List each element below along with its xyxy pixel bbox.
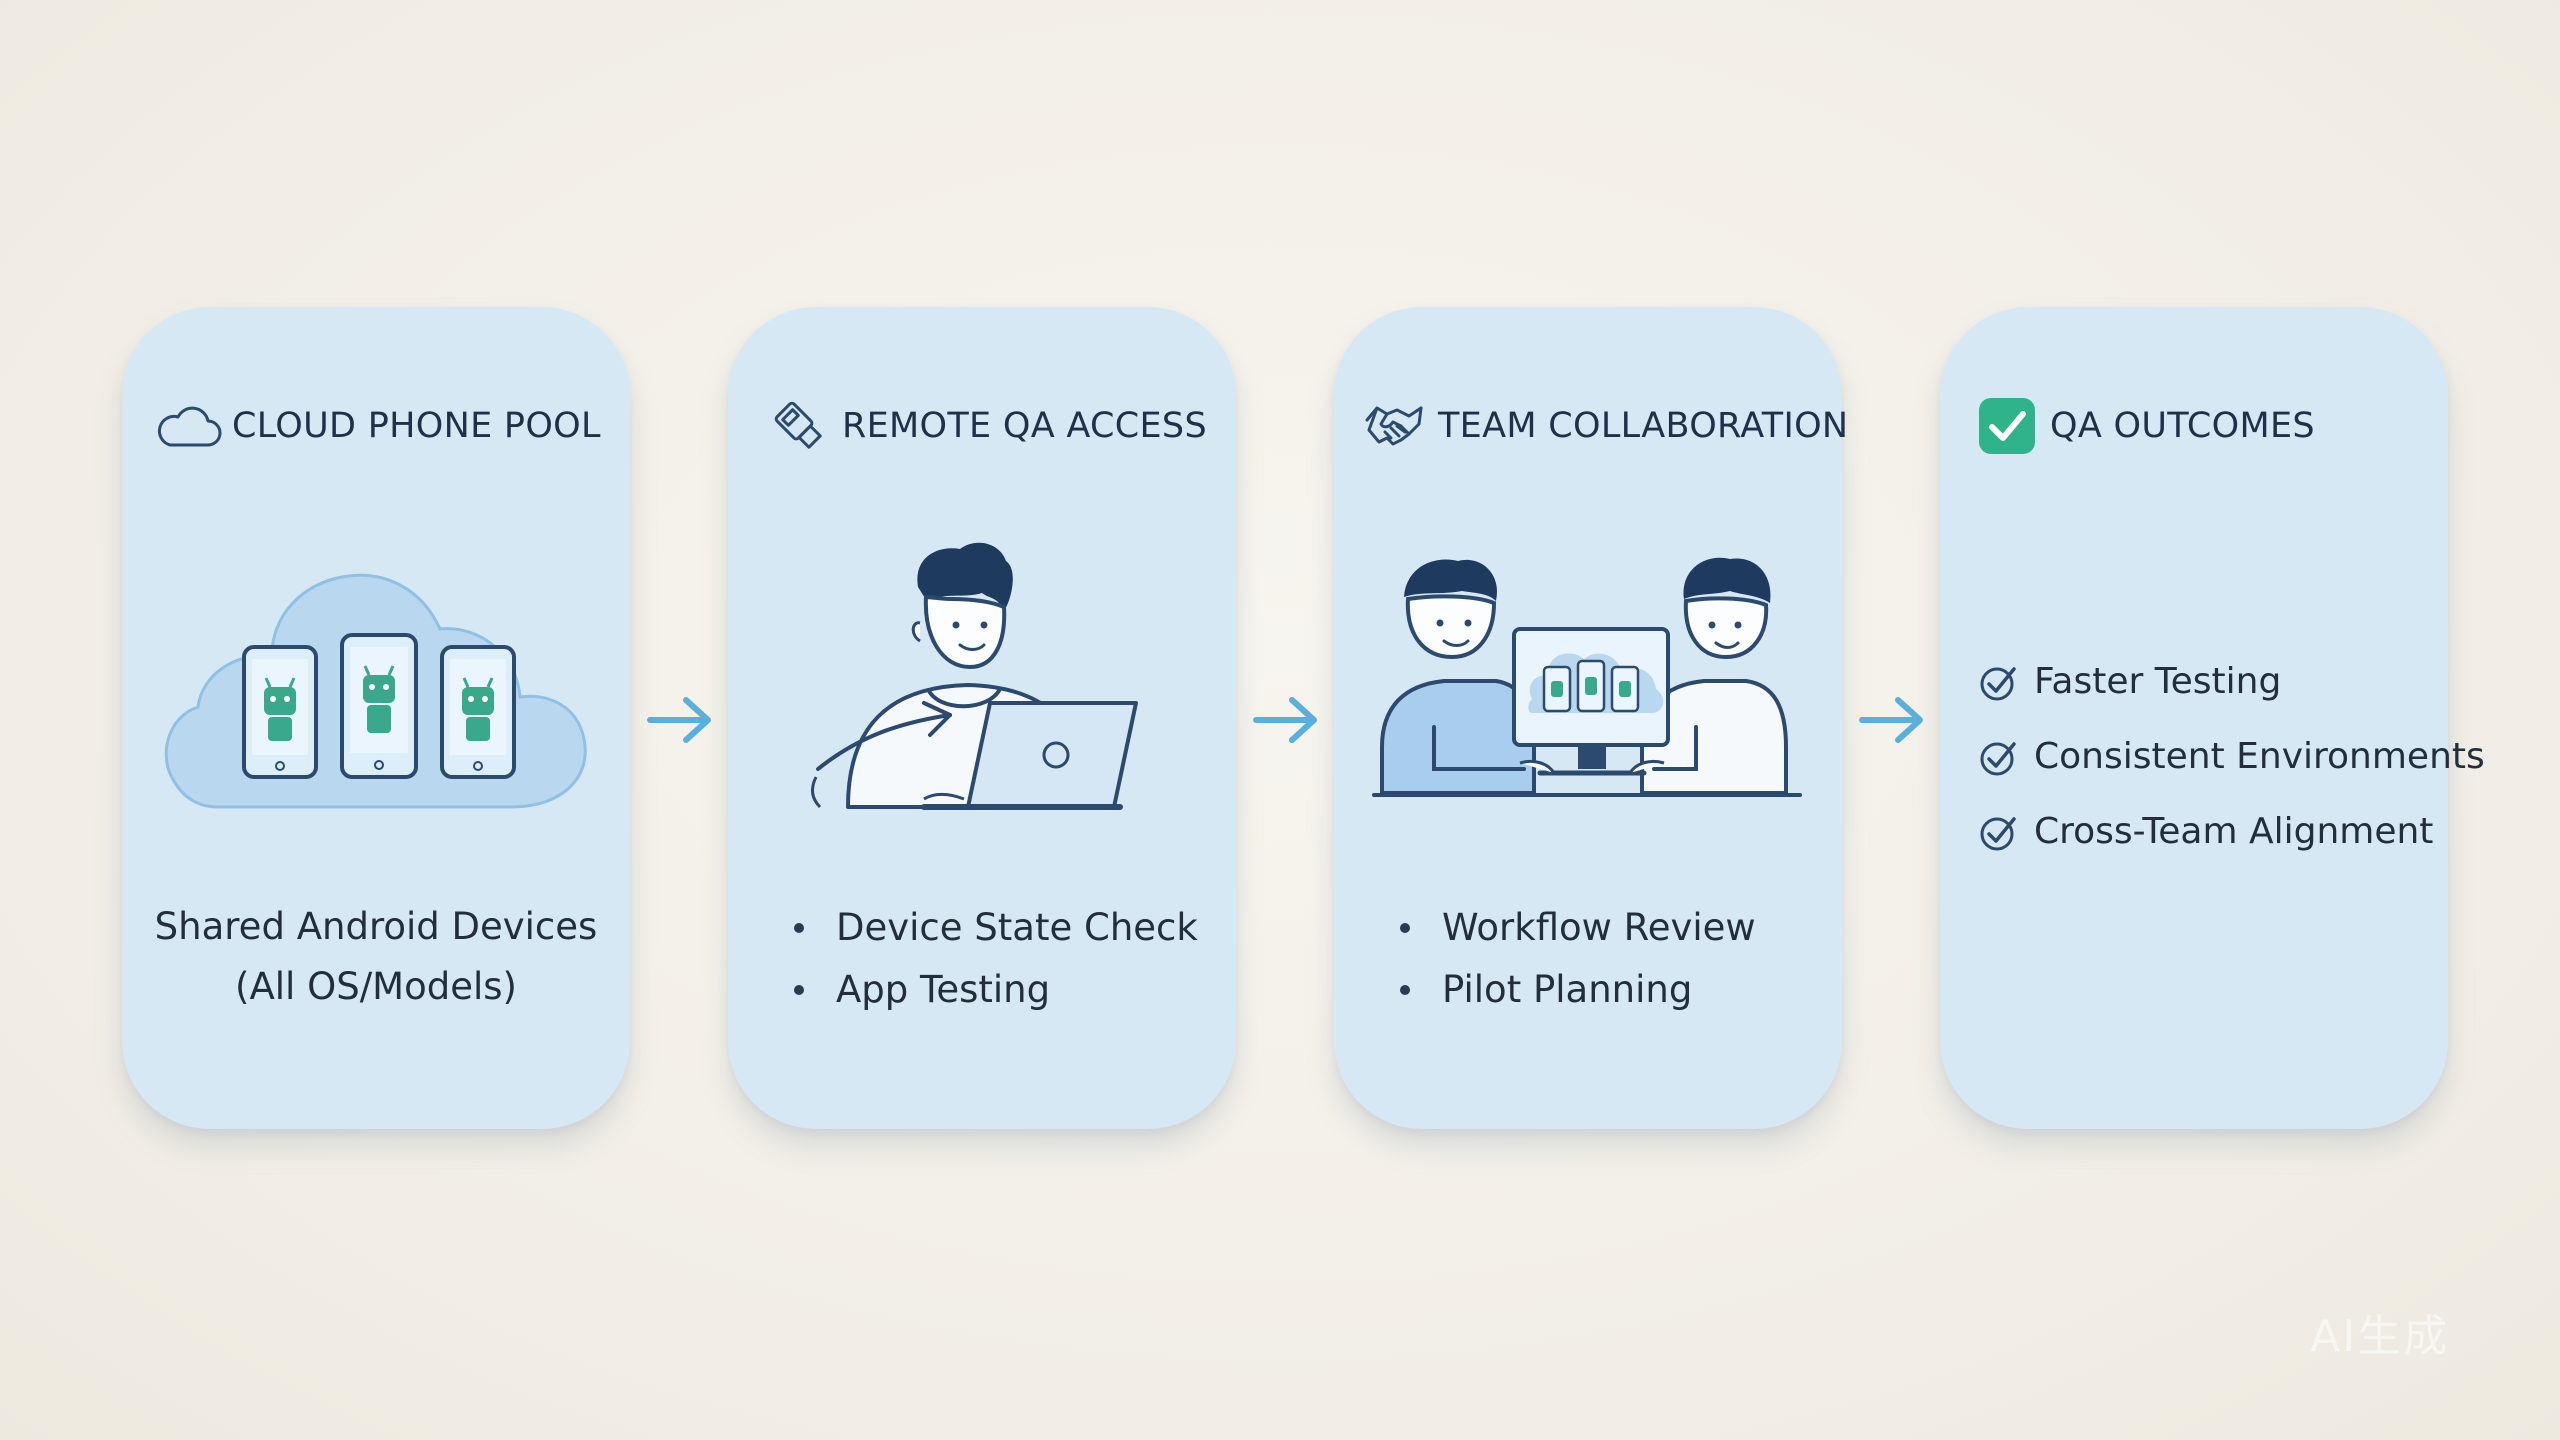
bullet-dot <box>1400 923 1410 933</box>
card-title-row: CLOUD PHONE POOL <box>156 391 601 461</box>
list-item: Faster Testing <box>1978 644 2485 719</box>
bullet-list: Workflow Review Pilot Planning <box>1400 897 1756 1021</box>
phone-icon <box>340 633 418 779</box>
list-item: Cross-Team Alignment <box>1978 794 2485 869</box>
checkbox-icon <box>1974 393 2040 459</box>
card-caption: Shared Android Devices (All OS/Models) <box>122 897 630 1017</box>
bullet-list: Device State Check App Testing <box>794 897 1198 1021</box>
check-circle-icon <box>1980 741 2016 775</box>
cloud-icon <box>156 393 222 459</box>
card-title: QA OUTCOMES <box>2050 406 2315 446</box>
outcome-list: Faster Testing Consistent Environments C… <box>1978 644 2485 869</box>
list-item: App Testing <box>794 959 1198 1021</box>
list-item-label: Cross-Team Alignment <box>2034 811 2434 852</box>
person-laptop-illustration <box>728 507 1236 947</box>
list-item-label: Device State Check <box>836 906 1198 949</box>
phone-icon <box>440 645 516 779</box>
card-title-row: REMOTE QA ACCESS <box>766 391 1207 461</box>
arrow-right-icon <box>644 690 716 750</box>
card-title-row: TEAM COLLABORATION <box>1362 391 1848 461</box>
card-title: CLOUD PHONE POOL <box>232 406 601 446</box>
card-qa-outcomes: QA OUTCOMES Faster Testing Consistent En… <box>1940 307 2485 1129</box>
arrow-right-icon <box>1250 690 1322 750</box>
plug-icon <box>766 393 832 459</box>
check-circle-icon <box>1980 666 2016 700</box>
card-remote-qa-access: REMOTE QA ACCESS Device State Check App … <box>728 307 1236 1129</box>
list-item-label: Workflow Review <box>1442 906 1756 949</box>
list-item-label: Faster Testing <box>2034 661 2282 702</box>
watermark: AI生成 <box>2310 1311 2450 1362</box>
bullet-dot <box>794 985 804 995</box>
phone-icon <box>242 645 318 779</box>
caption-line: (All OS/Models) <box>235 965 517 1008</box>
cloud-phones-illustration <box>122 507 630 947</box>
list-item-label: Pilot Planning <box>1442 968 1693 1011</box>
handshake-icon <box>1362 393 1428 459</box>
list-item-label: App Testing <box>836 968 1051 1011</box>
card-cloud-phone-pool: CLOUD PHONE POOL <box>122 307 630 1129</box>
list-item: Device State Check <box>794 897 1198 959</box>
list-item-label: Consistent Environments <box>2034 736 2485 777</box>
card-title: REMOTE QA ACCESS <box>842 406 1207 446</box>
card-title-row: QA OUTCOMES <box>1974 391 2315 461</box>
list-item: Consistent Environments <box>1978 719 2485 794</box>
arrow-right-icon <box>1856 690 1928 750</box>
bullet-dot <box>794 923 804 933</box>
card-team-collaboration: TEAM COLLABORATION <box>1334 307 1848 1129</box>
list-item: Workflow Review <box>1400 897 1756 959</box>
bullet-dot <box>1400 985 1410 995</box>
check-circle-icon <box>1980 816 2016 850</box>
list-item: Pilot Planning <box>1400 959 1756 1021</box>
collaboration-illustration <box>1334 507 1842 947</box>
caption-line: Shared Android Devices <box>154 905 598 948</box>
card-title: TEAM COLLABORATION <box>1438 406 1849 446</box>
